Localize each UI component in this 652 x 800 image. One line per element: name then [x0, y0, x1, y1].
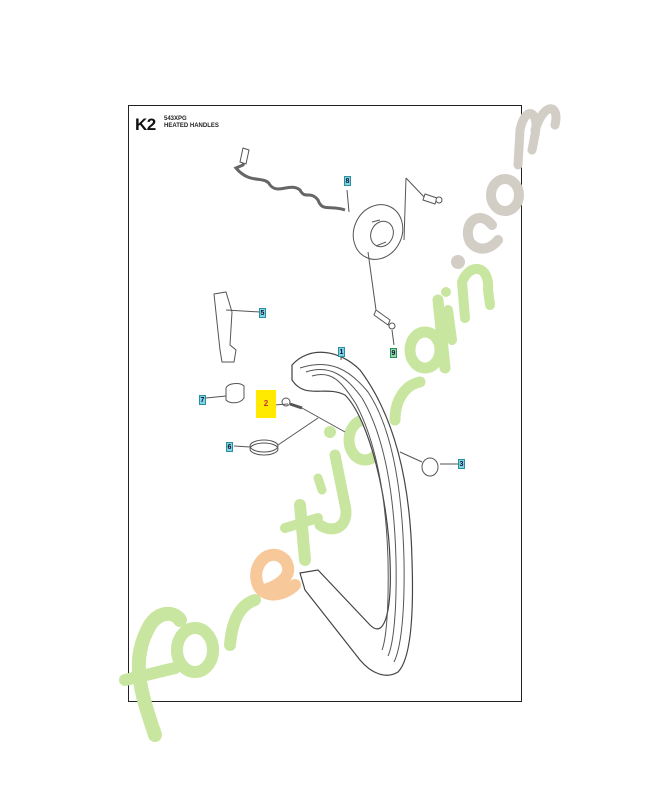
section-title: HEATED HANDLES: [164, 123, 219, 129]
part-label-3[interactable]: 3: [458, 459, 465, 469]
model-number: 543XPG: [164, 116, 187, 122]
diagram-frame: [128, 105, 522, 702]
part-label-1[interactable]: 1: [338, 347, 345, 357]
part-label-6[interactable]: 6: [226, 442, 233, 452]
part-label-2-highlighted[interactable]: 2: [256, 390, 276, 418]
part-label-8[interactable]: 8: [344, 176, 351, 186]
section-code: K2: [135, 115, 156, 134]
part-label-5[interactable]: 5: [259, 308, 266, 318]
part-label-7[interactable]: 7: [199, 395, 206, 405]
part-label-9[interactable]: 9: [390, 348, 397, 358]
